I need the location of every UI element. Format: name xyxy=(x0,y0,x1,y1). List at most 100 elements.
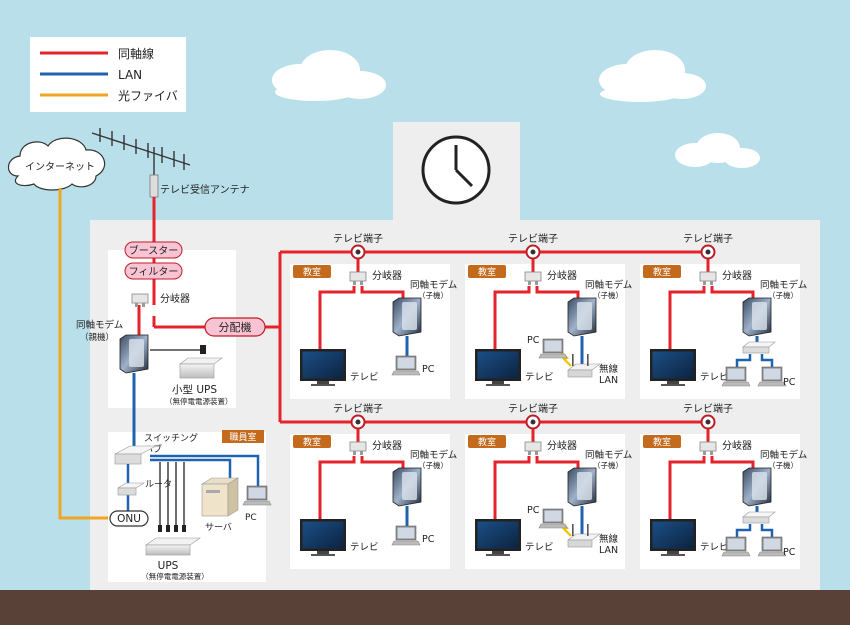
ups-sub: （無停電電源装置） xyxy=(141,571,209,581)
splitter-label: 分岐器 xyxy=(372,439,402,452)
coax-to-tv xyxy=(493,456,531,519)
lan-branch xyxy=(760,354,774,368)
fiber-line xyxy=(58,188,110,520)
splitter-label: 分岐器 xyxy=(722,439,752,452)
tv-terminal-icon xyxy=(525,414,541,430)
small-ups-icon xyxy=(179,357,223,379)
hub-label: スイッチング xyxy=(144,432,198,444)
legend: 同軸線 LAN 光ファイバ xyxy=(30,37,186,112)
tv-label: テレビ xyxy=(350,372,379,383)
child-modem-icon xyxy=(742,467,772,507)
child-modem-icon xyxy=(742,297,772,337)
coax-to-modem xyxy=(360,286,405,299)
coax-to-tv xyxy=(668,456,706,519)
classroom-label: 教室 xyxy=(478,436,496,448)
pc-icon xyxy=(538,338,568,359)
router-icon xyxy=(116,482,146,496)
pc-icon xyxy=(757,536,787,557)
splitter-label: 分岐器 xyxy=(547,269,577,282)
clouds xyxy=(272,50,760,168)
server-icon xyxy=(200,477,240,517)
tv-label: テレビ xyxy=(700,542,729,553)
legend-coax: 同軸線 xyxy=(118,46,154,61)
tv-icon xyxy=(300,519,346,556)
child-modem-icon xyxy=(392,297,422,337)
tv-terminal-label: テレビ端子 xyxy=(333,232,383,245)
lan-branch xyxy=(760,524,774,538)
plug-icon xyxy=(158,525,162,532)
classroom-badge xyxy=(468,435,506,448)
wireless-label-2: LAN xyxy=(599,375,618,386)
clock-icon xyxy=(421,135,491,205)
filter: フィルター xyxy=(124,262,183,280)
child-modem-icon xyxy=(567,467,597,507)
tv-terminal-icon xyxy=(700,414,716,430)
pc-label: PC xyxy=(527,335,540,346)
tv-label: テレビ xyxy=(350,542,379,553)
tv-terminal-icon xyxy=(525,244,541,260)
classroom-label: 教室 xyxy=(653,436,671,448)
pc-label: PC xyxy=(783,377,796,388)
classroom-badge xyxy=(293,435,331,448)
tv-icon xyxy=(300,349,346,386)
master-modem-icon xyxy=(119,334,149,374)
ups-label: UPS xyxy=(158,560,179,572)
pc-icon xyxy=(391,525,421,546)
pc-label: PC xyxy=(422,534,435,545)
classroom-label: 教室 xyxy=(303,436,321,448)
distributor: 分配機 xyxy=(204,317,266,337)
legend-fiber: 光ファイバ xyxy=(118,89,178,103)
master-modem-sub: （親機） xyxy=(80,332,114,343)
onu-label: ONU xyxy=(117,513,141,525)
plug-icon xyxy=(174,525,178,532)
main-splitter-label: 分岐器 xyxy=(160,292,190,305)
child-modem-sub: （子機） xyxy=(418,290,448,300)
wireless-label: 無線 xyxy=(599,363,619,375)
tv-icon xyxy=(650,519,696,556)
tv-terminal-label: テレビ端子 xyxy=(508,402,558,415)
coax-to-modem xyxy=(710,286,755,299)
tv-terminal-label: テレビ端子 xyxy=(683,402,733,415)
lan-branch xyxy=(735,354,752,368)
tv-label: テレビ xyxy=(700,372,729,383)
tv-label: テレビ xyxy=(525,542,554,553)
child-modem-sub: （子機） xyxy=(768,460,798,470)
legend-lan: LAN xyxy=(118,68,142,82)
pc-icon xyxy=(391,355,421,376)
splitter-label: 分岐器 xyxy=(372,269,402,282)
classroom-label: 教室 xyxy=(478,266,496,278)
classroom-label: 教室 xyxy=(303,266,321,278)
child-modem-sub: （子機） xyxy=(768,290,798,300)
tv-icon xyxy=(650,349,696,386)
classroom-badge xyxy=(293,265,331,278)
pc-label: PC xyxy=(422,364,435,375)
child-modem-label: 同軸モデム xyxy=(760,449,807,461)
staff-power xyxy=(159,462,185,525)
coax-to-tv xyxy=(668,286,706,349)
pc-icon xyxy=(538,508,568,529)
child-modem-sub: （子機） xyxy=(418,460,448,470)
wireless-label-2: LAN xyxy=(599,545,618,556)
antenna-icon xyxy=(91,128,191,180)
staff-room-badge xyxy=(222,430,264,443)
internet-label: インターネット xyxy=(25,161,95,173)
coax-to-tv xyxy=(318,456,356,519)
pc-icon xyxy=(721,366,751,387)
child-modem-label: 同軸モデム xyxy=(410,449,457,461)
booster-label: ブースター xyxy=(129,244,179,257)
small-ups-label: 小型 UPS xyxy=(172,383,217,396)
plug-icon xyxy=(182,525,186,532)
tv-label: テレビ xyxy=(525,372,554,383)
onu: ONU xyxy=(109,510,149,527)
child-modem-label: 同軸モデム xyxy=(760,279,807,291)
server-label: サーバ xyxy=(205,522,232,533)
pc-label: PC xyxy=(783,547,796,558)
classroom-badge xyxy=(468,265,506,278)
pc-label: PC xyxy=(527,505,540,516)
tv-icon xyxy=(475,519,521,556)
classroom-badge xyxy=(643,435,681,448)
